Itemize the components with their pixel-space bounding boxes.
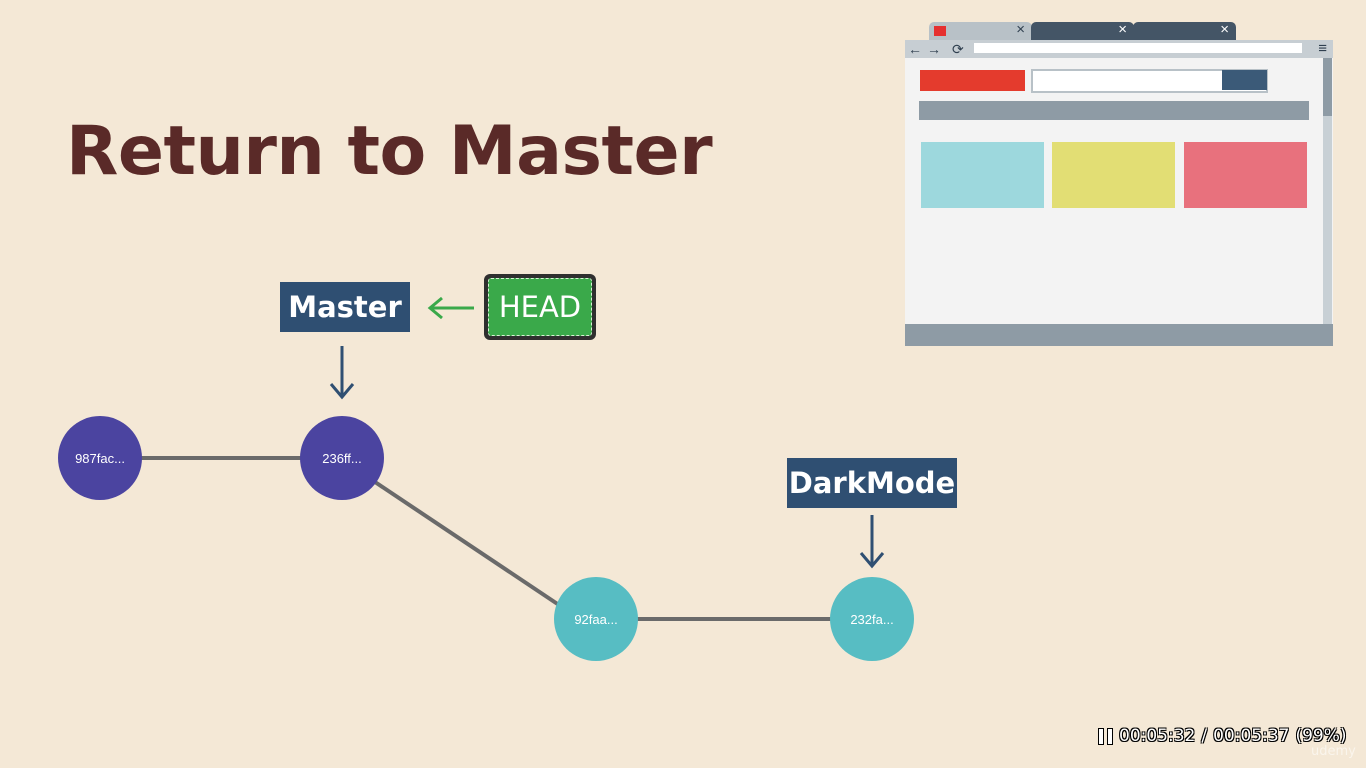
close-icon: × xyxy=(1118,21,1127,38)
arrow-right-icon: → xyxy=(927,41,941,57)
browser-toolbar: ← → ⟳ ≡ xyxy=(905,40,1333,58)
udemy-watermark: udemy xyxy=(1311,744,1356,759)
slide-title: Return to Master xyxy=(66,112,713,191)
mock-nav-strip xyxy=(919,101,1309,120)
browser-footer-bar xyxy=(905,324,1333,346)
browser-tab: × xyxy=(1031,21,1134,40)
master-to-commit-arrow xyxy=(329,346,355,400)
browser-viewport xyxy=(905,58,1333,324)
commit-node[interactable]: 92faa... xyxy=(554,577,638,661)
mock-card-yellow xyxy=(1052,142,1175,208)
darkmode-to-commit-arrow xyxy=(859,515,885,569)
branch-label-master: Master xyxy=(280,282,410,332)
arrow-left-icon: ← xyxy=(908,41,922,57)
commit-node[interactable]: 987fac... xyxy=(58,416,142,500)
hamburger-menu-icon: ≡ xyxy=(1318,40,1327,57)
reload-icon: ⟳ xyxy=(952,41,964,57)
head-to-master-arrow xyxy=(427,296,474,320)
browser-tab: × xyxy=(1133,21,1236,40)
mock-card-teal xyxy=(921,142,1044,208)
duration: 00:05:37 xyxy=(1213,726,1290,746)
edge-236ff-92faa xyxy=(373,480,564,609)
head-pointer-text: HEAD xyxy=(488,278,592,336)
browser-tab-active: × xyxy=(929,21,1032,40)
mock-card-pink xyxy=(1184,142,1307,208)
close-icon: × xyxy=(1016,21,1025,38)
commit-node[interactable]: 236ff... xyxy=(300,416,384,500)
mock-scrollbar-track xyxy=(1323,58,1332,324)
progress-percent: (99%) xyxy=(1295,726,1347,746)
head-pointer-label: HEAD xyxy=(484,274,596,340)
mock-search-button xyxy=(1222,70,1267,90)
mock-header-logo xyxy=(920,70,1025,91)
pause-icon[interactable] xyxy=(1098,727,1113,745)
video-status-bar: 00:05:32 / 00:05:37 (99%) xyxy=(1098,724,1347,748)
browser-url-bar xyxy=(974,43,1302,53)
branch-label-darkmode: DarkMode xyxy=(787,458,957,508)
close-icon: × xyxy=(1220,21,1229,38)
time-separator: / xyxy=(1201,726,1208,746)
favicon-icon xyxy=(934,26,946,36)
commit-node[interactable]: 232fa... xyxy=(830,577,914,661)
current-time: 00:05:32 xyxy=(1119,726,1196,746)
browser-illustration: × × × ← → ⟳ ≡ xyxy=(905,21,1333,346)
mock-scrollbar-thumb xyxy=(1323,58,1332,116)
